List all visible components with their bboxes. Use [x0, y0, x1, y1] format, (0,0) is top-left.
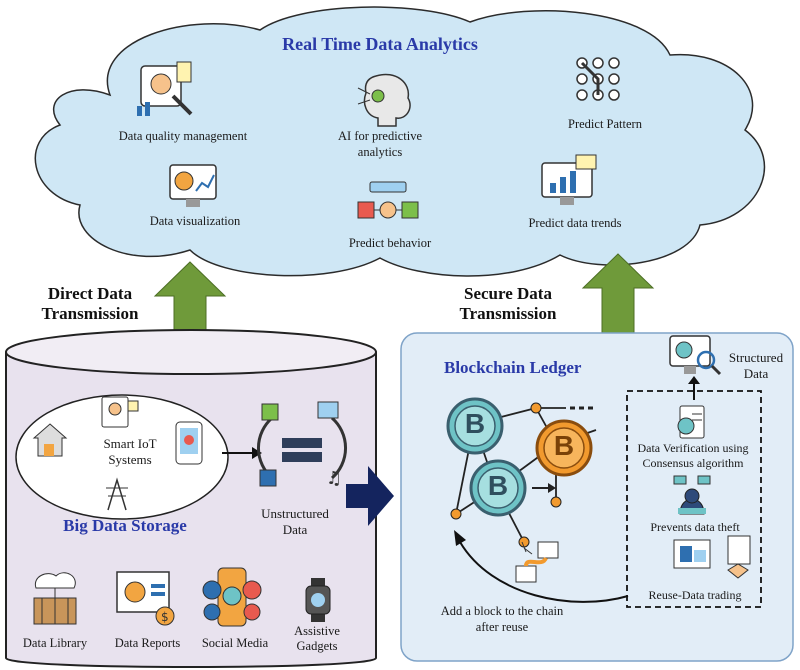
iot-label-line2: Systems: [108, 452, 152, 467]
reuse-label: Reuse-Data trading: [648, 588, 742, 602]
add-block-label-line1: Add a block to the chain: [440, 604, 564, 618]
data-visualization-icon: [169, 164, 217, 207]
power-tower-icon: [106, 477, 128, 511]
trading-icon: [673, 535, 751, 579]
unstructured-label-line1: Unstructured: [261, 506, 329, 521]
ai-label-line2: analytics: [357, 145, 403, 159]
data-visualization-label: Data visualization: [149, 214, 241, 228]
predict-pattern-label: Predict Pattern: [568, 117, 642, 131]
bitcoin-coin-teal-bottom: [469, 459, 527, 517]
verification-label-line1: Data Verification using: [637, 441, 749, 455]
reuse-return-arrow: [454, 530, 629, 603]
ai-label-line1: AI for predictive: [338, 129, 422, 143]
secure-transmission-line1: Secure Data: [464, 284, 552, 303]
coin-symbol-teal-top: B: [464, 408, 486, 439]
direct-transmission-line2: Transmission: [41, 304, 139, 323]
predict-behavior-label: Predict behavior: [348, 236, 432, 250]
svg-text:$: $: [161, 610, 169, 624]
structured-label-line2: Data: [743, 366, 769, 381]
iot-phone-icon: [175, 421, 203, 465]
bitcoin-coin-orange: [535, 419, 593, 477]
svg-text:♫: ♫: [326, 468, 342, 489]
smartwatch-icon: [305, 578, 331, 622]
coin-symbol-orange: B: [553, 430, 575, 461]
verification-label-line2: Consensus algorithm: [642, 456, 744, 470]
gadgets-label-line2: Gadgets: [296, 639, 338, 653]
ai-brain-icon: [357, 73, 411, 127]
data-library-label: Data Library: [22, 636, 88, 650]
smart-home-icon: [32, 423, 68, 457]
cloud-title: Real Time Data Analytics: [282, 34, 478, 54]
unstructured-data-icon: ♫: [257, 401, 347, 489]
add-block-label-line2: after reuse: [475, 620, 529, 634]
predict-pattern-icon: [576, 57, 620, 101]
bitcoin-coin-teal-top: [446, 397, 504, 455]
secure-transmission-line2: Transmission: [459, 304, 557, 323]
storage-title: Big Data Storage: [63, 516, 187, 535]
predict-trends-label: Predict data trends: [528, 216, 622, 230]
secure-transmission-arrow: [581, 253, 655, 347]
coin-symbol-teal-bottom: B: [487, 470, 509, 501]
verification-up-arrow: [688, 376, 700, 400]
data-library-icon: [33, 572, 77, 625]
hacker-icon: [673, 475, 711, 515]
social-media-icon: [202, 567, 262, 627]
iot-to-unstructured-arrow: [222, 447, 262, 459]
predict-trends-icon: [541, 154, 597, 205]
storage-to-ledger-arrow: [346, 466, 394, 526]
data-reports-icon: $: [116, 571, 175, 626]
predict-behavior-icon: [357, 181, 419, 219]
chain-link-icon: [515, 541, 559, 583]
theft-label: Prevents data theft: [650, 520, 740, 534]
data-quality-icon: [137, 61, 193, 116]
structured-label-line1: Structured: [728, 350, 784, 365]
ledger-title: Blockchain Ledger: [444, 358, 582, 377]
consensus-dashed-box: [626, 390, 762, 608]
gadgets-label-line1: Assistive: [294, 624, 340, 638]
iot-ellipse: [15, 394, 229, 520]
direct-transmission-line1: Direct Data: [47, 284, 133, 303]
data-reports-label: Data Reports: [114, 636, 181, 650]
unstructured-label-line2: Data: [282, 522, 308, 537]
iot-tablet-icon: [101, 396, 139, 428]
iot-label-line1: Smart IoT: [103, 436, 157, 451]
verification-icon: [677, 405, 705, 439]
structured-data-icon: [669, 335, 722, 376]
social-media-label: Social Media: [201, 636, 269, 650]
data-quality-label: Data quality management: [118, 129, 248, 143]
